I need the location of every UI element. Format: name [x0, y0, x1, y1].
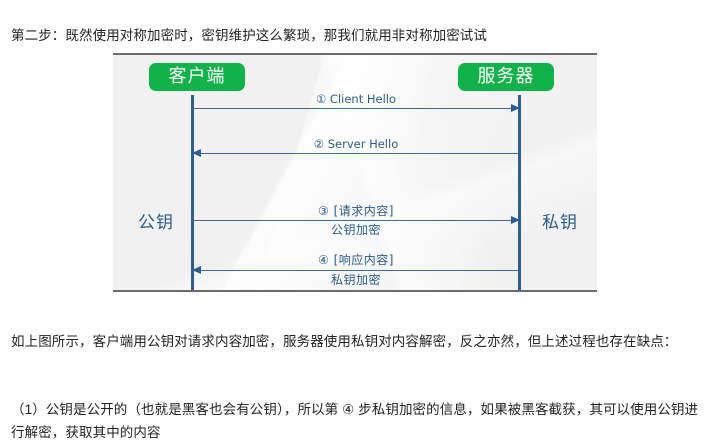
message-3-sublabel: 公钥加密 [330, 223, 381, 237]
private-key-label: 私钥 [542, 213, 578, 233]
explanation-paragraph: 如上图所示，客户端用公钥对请求内容加密，服务器使用私钥对内容解密，反之亦然，但上… [11, 333, 678, 349]
message-3-label: ③ [请求内容] [318, 204, 394, 218]
server-node: 服务器 [458, 63, 554, 91]
message-4-label: ④ [响应内容] [318, 253, 394, 267]
arrow-left-icon [192, 149, 201, 157]
message-1-label: ① Client Hello [315, 92, 397, 106]
server-lifeline [518, 95, 521, 290]
public-key-label: 公钥 [138, 213, 174, 233]
drawback-point-1-paragraph: （1）公钥是公开的（也就是黑客也会有公钥），所以第 ④ 步私钥加密的信息，如果被… [11, 401, 699, 440]
message-3-arrow-line [193, 216, 520, 224]
message-2-label: ② Server Hello [313, 137, 399, 151]
message-2-arrow-line [192, 149, 519, 157]
message-4-arrow-line [192, 266, 519, 274]
arrow-right-icon [511, 216, 520, 224]
asymmetric-encryption-diagram: 客户端 服务器 公钥 私钥 ① Client Hello ② Server He… [113, 53, 597, 292]
intro-paragraph: 第二步：既然使用对称加密时，密钥维护这么繁琐，那我们就用非对称加密试试 [11, 27, 487, 43]
client-lifeline [191, 95, 194, 290]
arrow-left-icon [192, 266, 201, 274]
arrow-right-icon [511, 104, 520, 112]
message-1-arrow-line [193, 104, 520, 112]
message-4-sublabel: 私钥加密 [330, 273, 381, 287]
client-node: 客户端 [149, 63, 245, 91]
